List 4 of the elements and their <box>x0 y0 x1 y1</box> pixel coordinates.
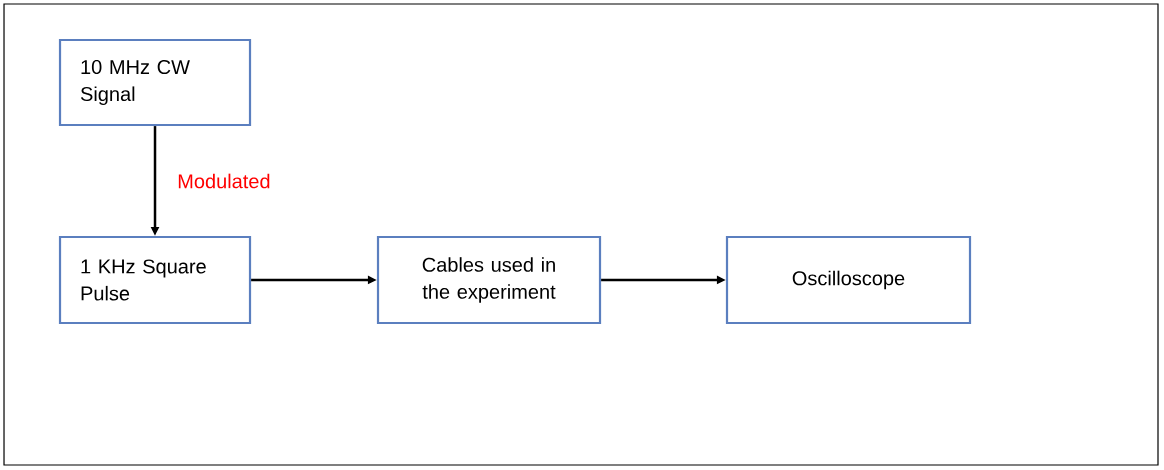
process-box: 1 KHz Square Pulse <box>58 235 252 325</box>
process-box: Cables used in the experiment <box>376 235 602 325</box>
process-box: 10 MHz CW Signal <box>58 38 252 127</box>
process-box: Oscilloscope <box>725 235 972 325</box>
